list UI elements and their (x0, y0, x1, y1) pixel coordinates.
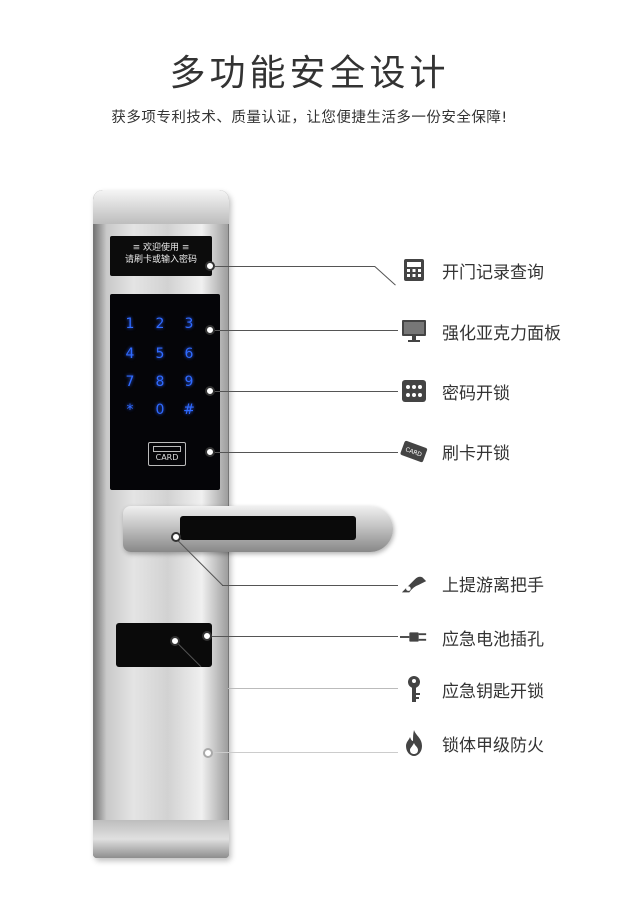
fire-icon (400, 729, 428, 757)
handle-icon (400, 569, 428, 597)
feature-label: 刷卡开锁 (442, 443, 510, 464)
feature-label: 上提游离把手 (442, 575, 544, 596)
lock-display: ≡ 欢迎使用 ≡ 请刷卡或输入密码 (110, 236, 212, 276)
callout-line-1b (374, 266, 396, 286)
callout-line-2 (215, 330, 398, 331)
page-title: 多功能安全设计 (169, 53, 450, 94)
callout-dot-5 (171, 532, 181, 542)
card-icon: CARD (400, 437, 428, 465)
callout-dot-4 (205, 447, 215, 457)
display-line-2: 请刷卡或输入密码 (124, 255, 197, 265)
feature-password-unlock: 密码开锁 (400, 376, 510, 406)
callout-line-7 (228, 688, 398, 689)
callout-line-8 (210, 752, 398, 753)
lock-top-cap (93, 190, 229, 224)
feature-acrylic-panel: 强化亚克力面板 (400, 316, 561, 346)
key-3: 3 (184, 316, 194, 332)
key-7: 7 (125, 374, 135, 390)
key-0: 0 (155, 402, 165, 418)
card-reader-icon: CARD (148, 442, 186, 466)
key-8: 8 (155, 374, 165, 390)
feature-label: 应急钥匙开锁 (442, 681, 544, 702)
page-subtitle: 获多项专利技术、质量认证，让您便捷生活多一份安全保障! (111, 110, 508, 126)
callout-line-1 (215, 266, 375, 267)
lock-bottom-cap (93, 820, 229, 858)
callout-dot-1 (205, 261, 215, 271)
key-star: * (126, 402, 134, 418)
feature-emergency-key: 应急钥匙开锁 (400, 674, 544, 704)
feature-label: 强化亚克力面板 (442, 323, 561, 344)
lock-handle (123, 506, 393, 552)
callout-dot-2 (205, 325, 215, 335)
key-6: 6 (184, 346, 194, 362)
feature-label: 应急电池插孔 (442, 629, 544, 650)
callout-line-5 (222, 585, 398, 586)
key-2: 2 (155, 316, 165, 332)
callout-line-6 (210, 636, 398, 637)
key-4: 4 (125, 346, 135, 362)
emergency-port-panel (116, 623, 212, 667)
feature-door-log: 开门记录查询 (400, 255, 544, 285)
feature-label: 锁体甲级防火 (442, 735, 544, 756)
callout-dot-6 (202, 631, 212, 641)
monitor-icon (400, 317, 428, 345)
callout-line-3 (215, 391, 398, 392)
plug-icon (400, 623, 428, 651)
handle-inlay (180, 516, 356, 540)
feature-card-unlock: CARD 刷卡开锁 (400, 436, 510, 466)
feature-free-handle: 上提游离把手 (400, 568, 544, 598)
touch-keypad: 1 2 3 4 5 6 7 8 9 * 0 # CARD (110, 294, 220, 490)
calculator-icon (400, 256, 428, 284)
feature-label: 开门记录查询 (442, 262, 544, 283)
feature-label: 密码开锁 (442, 383, 510, 404)
feature-fireproof: 锁体甲级防火 (400, 728, 544, 758)
callout-line-4 (215, 452, 398, 453)
callout-dot-3 (205, 386, 215, 396)
key-5: 5 (155, 346, 165, 362)
keypad-icon (400, 377, 428, 405)
card-reader-label: CARD (155, 453, 179, 462)
callout-dot-8 (203, 748, 213, 758)
key-9: 9 (184, 374, 194, 390)
feature-emergency-battery: 应急电池插孔 (400, 622, 544, 652)
key-1: 1 (125, 316, 135, 332)
callout-dot-6b (170, 636, 180, 646)
display-line-1: ≡ 欢迎使用 ≡ (132, 243, 190, 253)
key-hash: # (183, 402, 195, 418)
key-icon (400, 675, 428, 703)
